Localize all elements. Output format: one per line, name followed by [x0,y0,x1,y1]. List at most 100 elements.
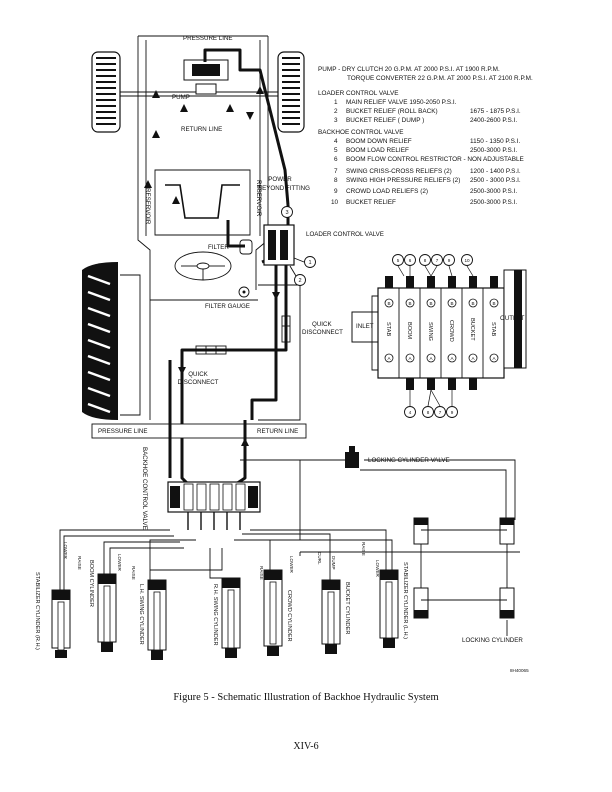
valve-section-stab-left: STAB [385,322,391,336]
svg-text:B: B [408,301,411,306]
svg-text:7: 7 [436,258,439,263]
svg-text:B: B [471,301,474,306]
label-quick-disconnect-left-2: DISCONNECT [178,379,219,386]
label-filter: FILTER [208,244,229,251]
svg-text:2: 2 [334,108,338,115]
svg-text:RAISE: RAISE [361,542,366,556]
spec-pump-line2: TORQUE CONVERTER 22 G.P.M. AT 2000 P.S.I… [347,75,533,82]
quick-disconnect-left [195,345,227,355]
lh-swing-cylinder [147,579,167,660]
svg-text:SWING HIGH PRESSURE RELIEFS (2: SWING HIGH PRESSURE RELIEFS (2) [346,177,460,184]
label-filter-gauge: FILTER GAUGE [205,303,250,310]
svg-text:8: 8 [427,410,430,415]
svg-text:5: 5 [397,258,400,263]
svg-text:BOOM LOAD RELIEF: BOOM LOAD RELIEF [346,147,409,154]
svg-text:LOWER: LOWER [63,542,68,560]
label-stabilizer-cylinder-lh: STABILIZER CYLINDER (L.H.) [402,562,408,639]
filter-gauge [238,286,250,298]
tractor-frame-outline [137,35,269,290]
svg-text:CURL: CURL [317,552,322,565]
label-boom-cylinder: BOOM CYLINDER [88,560,94,607]
svg-text:RAISE: RAISE [259,566,264,580]
label-bucket-cylinder: BUCKET CYLINDER [344,582,350,634]
svg-text:DUMP: DUMP [331,556,336,570]
svg-text:1150 - 1350 P.S.I.: 1150 - 1350 P.S.I. [470,138,520,145]
label-locking-cylinder-valve: LOCKING CYLINDER VALVE [368,457,450,464]
boom-cylinder [97,573,117,652]
label-inlet: INLET [356,323,374,330]
svg-text:3: 3 [334,117,338,124]
label-code: 8H40065 [510,668,529,673]
svg-text:A: A [471,356,475,361]
label-return-line-bottom: RETURN LINE [257,428,298,435]
label-reservoir-left: RESERVOIR [144,188,151,225]
svg-text:2500-3000 P.S.I.: 2500-3000 P.S.I. [470,147,517,154]
svg-text:B: B [387,301,390,306]
label-pump: PUMP [172,94,190,101]
svg-text:LOWER: LOWER [117,554,122,572]
svg-text:BUCKET RELIEF: BUCKET RELIEF [346,199,396,206]
cylinder-port-labels: LOWER RAISE LOWER RAISE RAISE LOWER CURL… [63,542,380,580]
stabilizer-cylinder-rh [51,589,71,658]
line-label-bar [91,423,307,439]
svg-text:MAIN RELIEF VALVE 1950-2050 P: MAIN RELIEF VALVE 1950-2050 P.S.I. [346,99,457,106]
svg-text:B: B [429,301,432,306]
svg-text:9: 9 [451,410,454,415]
svg-text:7: 7 [439,410,442,415]
label-lh-swing-cylinder: L.H. SWING CYLINDER [138,584,144,645]
svg-text:2500-3000 P.S.I.: 2500-3000 P.S.I. [470,199,517,206]
svg-text:1: 1 [334,99,338,106]
rh-swing-cylinder [221,577,241,658]
svg-text:3: 3 [285,210,288,216]
svg-text:BUCKET RELIEF ( DUMP ): BUCKET RELIEF ( DUMP ) [346,117,424,124]
svg-text:B: B [492,301,495,306]
svg-text:A: A [429,356,433,361]
steering-wheel [174,251,232,281]
svg-text:BOOM FLOW CONTROL RESTRICTOR -: BOOM FLOW CONTROL RESTRICTOR - NON ADJUS… [346,156,524,163]
label-reservoir-right: RESERVOIR [255,180,262,217]
valve-section-swing: SWING [427,322,433,341]
svg-text:A: A [492,356,496,361]
label-backhoe-control-valve: BACKHOE CONTROL VALVE [141,447,148,530]
svg-text:4: 4 [334,138,338,145]
svg-text:7: 7 [334,168,338,175]
label-return-line-top: RETURN LINE [181,126,222,133]
svg-text:2500 - 3000 P.S.I.: 2500 - 3000 P.S.I. [470,177,521,184]
svg-text:CROWD LOAD RELIEFS (2): CROWD LOAD RELIEFS (2) [346,188,428,195]
valve-section-boom: BOOM [406,322,412,339]
svg-text:9: 9 [448,258,451,263]
label-outlet: OUTLET [500,315,525,322]
label-crowd-cylinder: CROWD CYLINDER [286,590,292,642]
label-pressure-line-top: PRESSURE LINE [183,35,233,42]
crowd-cylinder [263,569,283,656]
label-rh-swing-cylinder: R.H. SWING CYLINDER [212,584,218,646]
svg-text:6: 6 [334,156,338,163]
svg-text:BUCKET RELIEF (ROLL BACK): BUCKET RELIEF (ROLL BACK) [346,108,438,115]
relief-spec-table: PUMP - DRY CLUTCH 20 G.P.M. AT 2000 P.S.… [318,66,533,206]
hydraulic-lines [168,48,290,486]
label-pressure-line-bottom: PRESSURE LINE [98,428,148,435]
label-power-beyond-1: POWER [268,176,292,183]
svg-text:A: A [450,356,454,361]
svg-text:1675 - 1875 P.S.I.: 1675 - 1875 P.S.I. [470,108,521,115]
pump [183,59,229,95]
bucket-cylinder [321,579,341,654]
svg-text:2500-3000 P.S.I.: 2500-3000 P.S.I. [470,188,517,195]
loader-callout-2: 2 [289,265,306,286]
figure-caption: Figure 5 - Schematic Illustration of Bac… [173,692,439,703]
svg-text:B: B [450,301,453,306]
svg-text:RAISE: RAISE [77,556,82,570]
svg-text:4: 4 [409,410,412,415]
label-loader-control-valve: LOADER CONTROL VALVE [306,231,384,238]
filter [239,239,253,255]
svg-text:2400-2600 P.S.I.: 2400-2600 P.S.I. [470,117,517,124]
quick-disconnect-right [281,315,291,343]
svg-text:LOWER: LOWER [375,560,380,578]
cylinder-hoses [59,459,520,590]
valve-section-labels: STAB BOOM SWING CROWD BUCKET STAB [385,318,496,342]
label-quick-disconnect-right-1: QUICK [312,321,332,328]
svg-text:5: 5 [334,147,338,154]
valve-section-bucket: BUCKET [469,318,475,341]
